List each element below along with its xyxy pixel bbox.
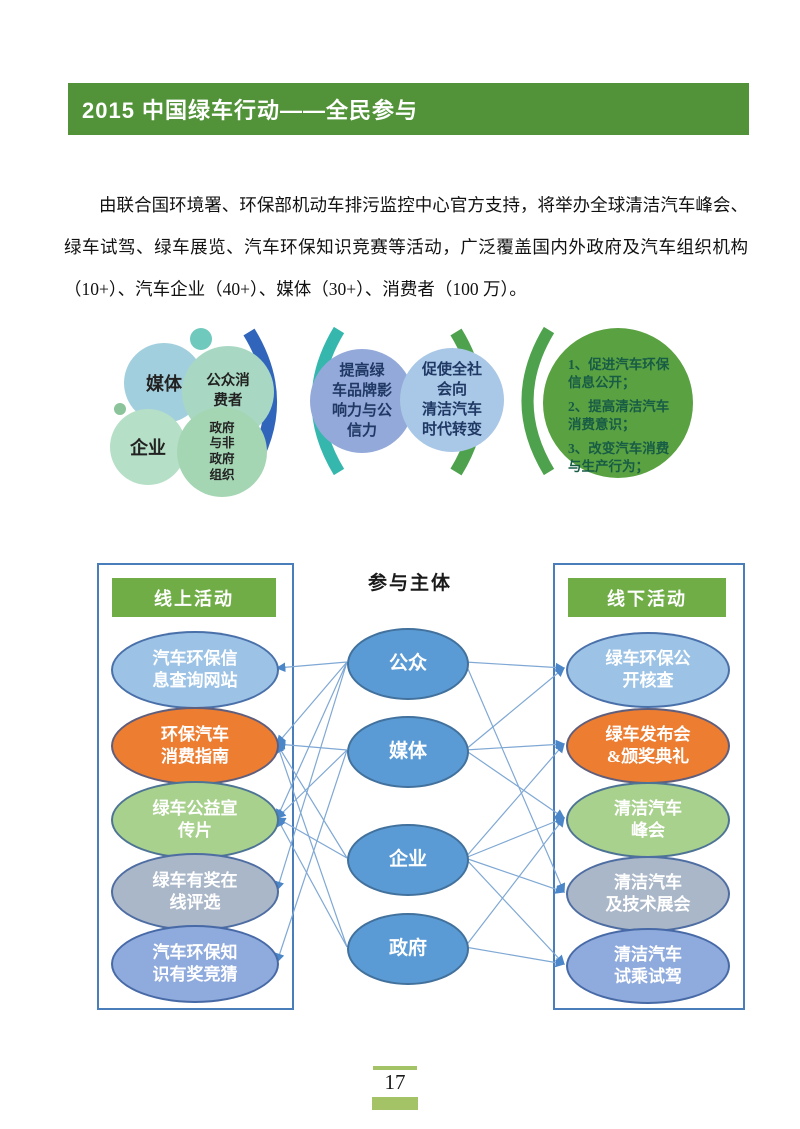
online-activities-header: 线上活动 xyxy=(112,578,276,617)
connector-arrow xyxy=(276,661,348,745)
subject-public-ellipse: 公众 xyxy=(347,628,469,700)
connector-arrow xyxy=(274,661,348,892)
connector-arrow xyxy=(464,739,566,751)
footer-rule-bottom xyxy=(372,1097,418,1110)
connector-lines xyxy=(274,661,566,968)
offline-activity-summit: 清洁汽车 峰会 xyxy=(566,782,730,858)
connector-arrow xyxy=(275,817,348,859)
connector-arrow xyxy=(464,743,565,859)
connector-arrow xyxy=(275,749,348,964)
subject-media-ellipse: 媒体 xyxy=(347,716,469,788)
connector-arrow xyxy=(276,749,348,819)
outcome-item-1: 1、促进汽车环保 信息公开； xyxy=(568,357,670,390)
page-number: 17 xyxy=(384,1070,406,1094)
connector-arrow xyxy=(464,857,566,894)
connector-arrow xyxy=(275,661,348,673)
page-title: 2015 中国绿车行动——全民参与 xyxy=(82,98,419,123)
outcome-item-2: 2、提高清洁汽车 消费意识； xyxy=(568,399,670,432)
offline-activity-test-drive: 清洁汽车 试乘试驾 xyxy=(566,928,730,1004)
connector-arrow xyxy=(464,817,565,948)
connector-arrow xyxy=(464,661,566,673)
stakeholder-funnel-diagram: 媒体 公众消 费者 企业 政府 与非 政府 组织 提高绿 车品牌影 响力与公 信… xyxy=(0,300,800,510)
decor-circle xyxy=(190,328,212,350)
connector-arrow xyxy=(464,661,566,894)
stakeholder-enterprise-circle: 企业 xyxy=(110,409,186,485)
network-title: 参与主体 xyxy=(367,573,452,594)
offline-activity-expo: 清洁汽车 及技术展会 xyxy=(566,856,730,932)
connector-arrow xyxy=(275,742,348,948)
decor-circle xyxy=(114,403,126,415)
footer-rule-top xyxy=(373,1066,417,1070)
offline-activity-launch-awards: 绿车发布会 &颁奖典礼 xyxy=(566,708,730,784)
connector-arrow xyxy=(464,816,566,859)
offline-activity-audit: 绿车环保公 开核查 xyxy=(566,632,730,708)
online-activity-voting: 绿车有奖在 线评选 xyxy=(111,853,279,931)
connector-arrow xyxy=(276,661,348,820)
connector-arrow xyxy=(464,667,565,751)
stakeholder-government-circle: 政府 与非 政府 组织 xyxy=(177,407,267,497)
connector-arrow xyxy=(464,749,565,819)
outcome-item-3: 3、改变汽车消费 与生产行为； xyxy=(568,441,670,474)
goal-brand-circle: 提高绿 车品牌影 响力与公 信力 xyxy=(310,349,414,453)
intro-paragraph: 由联合国环境署、环保部机动车排污监控中心官方支持，将举办全球清洁汽车峰会、绿车试… xyxy=(64,194,748,299)
online-activity-website: 汽车环保信 息查询网站 xyxy=(111,631,279,709)
arc-green-open xyxy=(521,326,555,476)
offline-activities-header: 线下活动 xyxy=(568,578,726,617)
outcomes-circle xyxy=(543,328,693,478)
connector-arrow xyxy=(464,946,566,968)
connector-arrow xyxy=(276,742,348,859)
subject-government-ellipse: 政府 xyxy=(347,913,469,985)
goal-transition-circle: 促使全社 会向 清洁汽车 时代转变 xyxy=(400,348,504,452)
online-activity-guide: 环保汽车 消费指南 xyxy=(111,707,279,785)
subject-enterprise-ellipse: 企业 xyxy=(347,824,469,896)
connector-arrow xyxy=(275,739,348,751)
connector-arrow xyxy=(464,857,565,965)
online-activity-psa-video: 绿车公益宣 传片 xyxy=(111,781,279,859)
outcomes-list: 1、促进汽车环保 信息公开； 2、提高清洁汽车 消费意识； 3、改变汽车消费 与… xyxy=(568,356,680,482)
participation-network-diagram: 参与主体 线上活动 线下活动 汽车环保信 息查询网站 环保汽车 消费指南 绿车公… xyxy=(0,560,800,1020)
online-activity-quiz: 汽车环保知 识有奖竞猜 xyxy=(111,925,279,1003)
section-header-bar: 2015 中国绿车行动——全民参与 xyxy=(68,83,749,135)
connector-arrow xyxy=(276,816,348,948)
